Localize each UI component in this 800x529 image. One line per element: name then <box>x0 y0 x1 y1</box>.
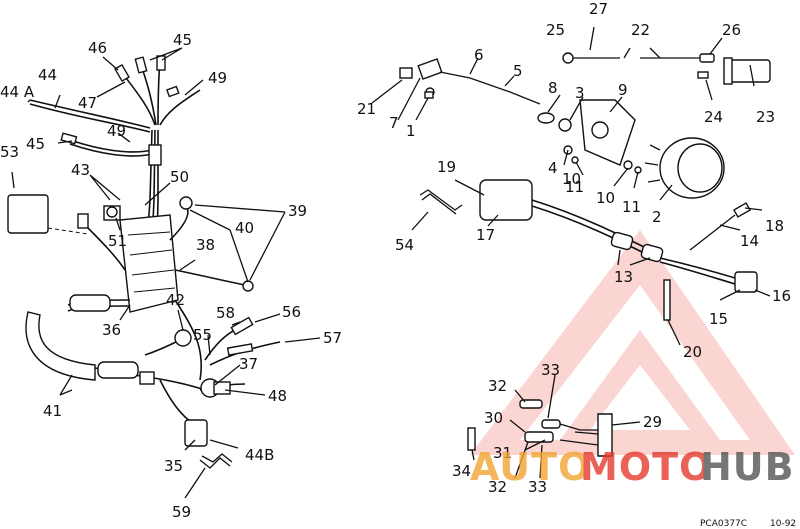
callout-46: 46 <box>88 39 107 57</box>
callout-11b: 11 <box>622 198 641 216</box>
callout-34: 34 <box>452 462 471 480</box>
drawing-code: PCA0377C <box>700 519 747 529</box>
callout-57: 57 <box>323 329 342 347</box>
callout-25: 25 <box>546 21 565 39</box>
callout-20: 20 <box>683 343 702 361</box>
callout-38: 38 <box>196 236 215 254</box>
callout-41: 41 <box>43 402 62 420</box>
callout-33a: 33 <box>541 361 560 379</box>
callout-44b: 44B <box>245 446 274 464</box>
callout-26: 26 <box>722 21 741 39</box>
callout-55: 55 <box>193 326 212 344</box>
callout-4: 4 <box>548 159 558 177</box>
callout-58: 58 <box>216 304 235 322</box>
callout-45b: 45 <box>26 135 45 153</box>
watermark-auto: AUTO <box>470 445 591 489</box>
callout-45a: 45 <box>173 31 192 49</box>
callout-13: 13 <box>614 268 633 286</box>
watermark-moto: MOTO <box>580 445 712 489</box>
drawing-date: 10-92 <box>770 519 796 529</box>
callout-33b: 33 <box>528 478 547 496</box>
watermark-text: AUTO MOTO HUB <box>470 445 795 489</box>
callout-36: 36 <box>102 321 121 339</box>
callout-24: 24 <box>704 108 723 126</box>
callout-54: 54 <box>395 236 414 254</box>
callout-1: 1 <box>406 122 416 140</box>
callout-40: 40 <box>235 219 254 237</box>
callout-labels: 1 2 3 4 5 6 7 8 9 10 10 11 11 13 14 15 1… <box>0 0 791 521</box>
callout-44a: 44 A <box>0 83 35 101</box>
callout-48: 48 <box>268 387 287 405</box>
callout-47: 47 <box>78 94 97 112</box>
callout-43: 43 <box>71 161 90 179</box>
gauge-assembly-right <box>371 26 771 479</box>
callout-17: 17 <box>476 226 495 244</box>
callout-56: 56 <box>282 303 301 321</box>
callout-42: 42 <box>166 291 185 309</box>
callout-51: 51 <box>108 232 127 250</box>
callout-50: 50 <box>170 168 189 186</box>
callout-14: 14 <box>740 232 759 250</box>
callout-8: 8 <box>548 79 558 97</box>
callout-31: 31 <box>493 444 512 462</box>
callout-5: 5 <box>513 62 523 80</box>
callout-10b: 10 <box>596 189 615 207</box>
callout-7: 7 <box>389 114 399 132</box>
callout-37: 37 <box>239 355 258 373</box>
callout-35: 35 <box>164 457 183 475</box>
callout-30: 30 <box>484 409 503 427</box>
callout-27: 27 <box>589 0 608 18</box>
callout-11a: 11 <box>565 178 584 196</box>
callout-39: 39 <box>288 202 307 220</box>
callout-32a: 32 <box>488 377 507 395</box>
callout-29: 29 <box>643 413 662 431</box>
callout-59: 59 <box>172 503 191 521</box>
callout-6: 6 <box>474 46 484 64</box>
callout-19: 19 <box>437 158 456 176</box>
callout-49b: 49 <box>107 122 126 140</box>
callout-2: 2 <box>652 208 662 226</box>
callout-18: 18 <box>765 217 784 235</box>
callout-23: 23 <box>756 108 775 126</box>
callout-22: 22 <box>631 21 650 39</box>
callout-16: 16 <box>772 287 791 305</box>
callout-9: 9 <box>618 81 628 99</box>
callout-44: 44 <box>38 66 57 84</box>
callout-3: 3 <box>575 84 585 102</box>
callout-32b: 32 <box>488 478 507 496</box>
callout-21: 21 <box>357 100 376 118</box>
callout-53: 53 <box>0 143 19 161</box>
callout-10a: 10 <box>562 170 581 188</box>
watermark-hub: HUB <box>700 445 795 489</box>
callout-49a: 49 <box>208 69 227 87</box>
callout-15: 15 <box>709 310 728 328</box>
wiring-harness-left <box>7 47 321 499</box>
